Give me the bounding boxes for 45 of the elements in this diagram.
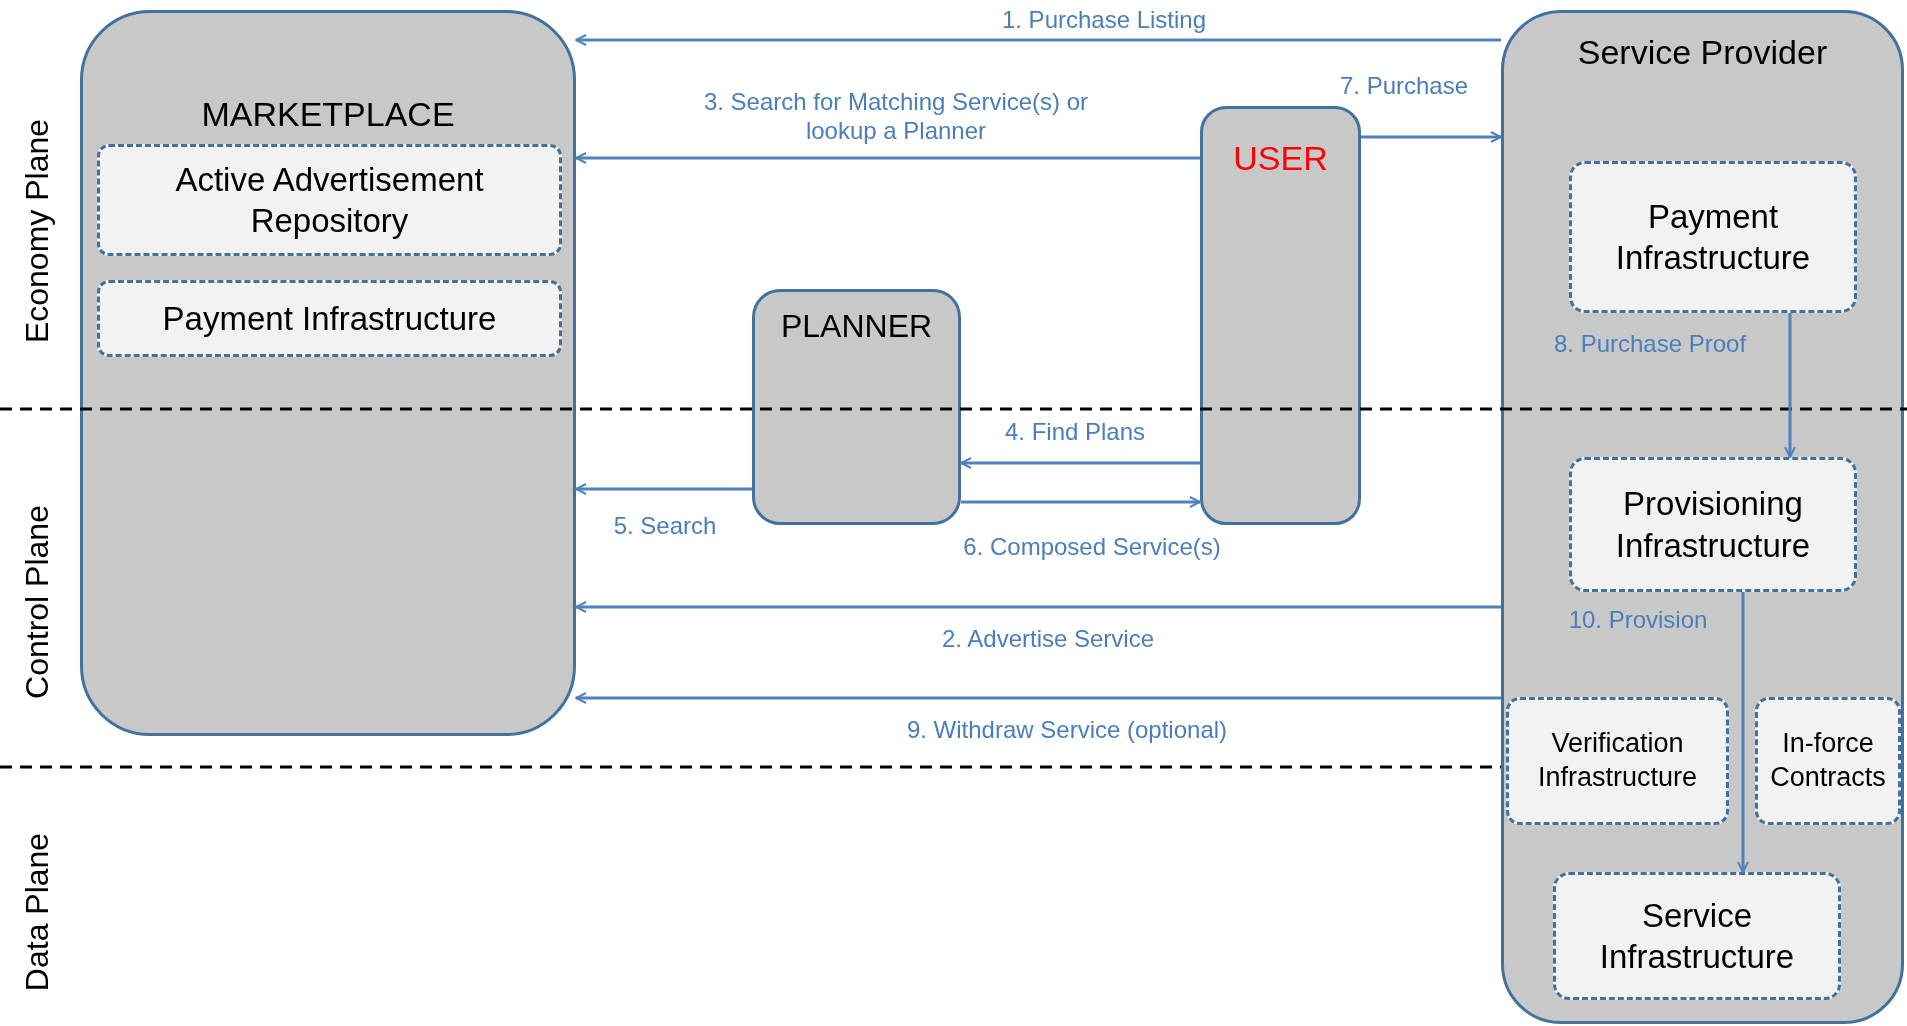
edge-label: 7. Purchase bbox=[1339, 72, 1469, 101]
component-box bbox=[1200, 106, 1361, 525]
component-box bbox=[80, 10, 576, 736]
arrow bbox=[575, 34, 1501, 46]
edge-label: 10. Provision bbox=[1568, 606, 1708, 635]
node-label: MARKETPLACE bbox=[200, 94, 456, 135]
infrastructure-box bbox=[1569, 161, 1857, 313]
node-label: Provisioning Infrastructure bbox=[1614, 484, 1812, 566]
plane-label: Control Plane bbox=[18, 505, 56, 699]
component-box bbox=[1501, 10, 1904, 1024]
node-label: Active Advertisement Repository bbox=[174, 159, 485, 241]
edge-label: 6. Composed Service(s) bbox=[963, 533, 1221, 562]
arrow bbox=[1737, 592, 1749, 873]
infrastructure-box bbox=[1553, 872, 1841, 1000]
node-label: PLANNER bbox=[779, 307, 934, 346]
infrastructure-box bbox=[1569, 457, 1857, 592]
node-label: USER bbox=[1232, 138, 1329, 179]
infrastructure-box bbox=[1755, 697, 1901, 825]
node-label: Payment Infrastructure bbox=[161, 298, 498, 339]
infrastructure-box bbox=[1506, 697, 1729, 825]
edge-label: 2. Advertise Service bbox=[941, 625, 1155, 654]
arrow bbox=[575, 601, 1501, 613]
edge-label: 3. Search for Matching Service(s) or lookup a Planner bbox=[702, 88, 1090, 146]
arrow bbox=[1361, 131, 1502, 143]
node-label: Payment Infrastructure bbox=[1614, 196, 1812, 278]
arrow bbox=[575, 483, 752, 495]
edge-label: 5. Search bbox=[613, 512, 717, 541]
arrow bbox=[961, 496, 1201, 508]
infrastructure-box bbox=[97, 144, 562, 256]
arrow bbox=[575, 152, 1200, 164]
edge-label: 4. Find Plans bbox=[1004, 418, 1146, 447]
edge-label: 8. Purchase Proof bbox=[1553, 330, 1747, 359]
component-box bbox=[752, 289, 961, 525]
edge-label: 1. Purchase Listing bbox=[1001, 6, 1207, 35]
node-label: In-force Contracts bbox=[1769, 727, 1887, 794]
node-label: Service Infrastructure bbox=[1598, 895, 1796, 977]
arrow bbox=[1784, 313, 1796, 458]
infrastructure-box bbox=[97, 280, 562, 357]
plane-label: Economy Plane bbox=[18, 118, 56, 344]
plane-label: Data Plane bbox=[18, 832, 56, 992]
arrow bbox=[575, 692, 1501, 704]
edge-label: 9. Withdraw Service (optional) bbox=[906, 716, 1228, 745]
arrow bbox=[960, 457, 1200, 469]
node-label: Service Provider bbox=[1576, 32, 1829, 73]
node-label: Verification Infrastructure bbox=[1536, 727, 1699, 794]
